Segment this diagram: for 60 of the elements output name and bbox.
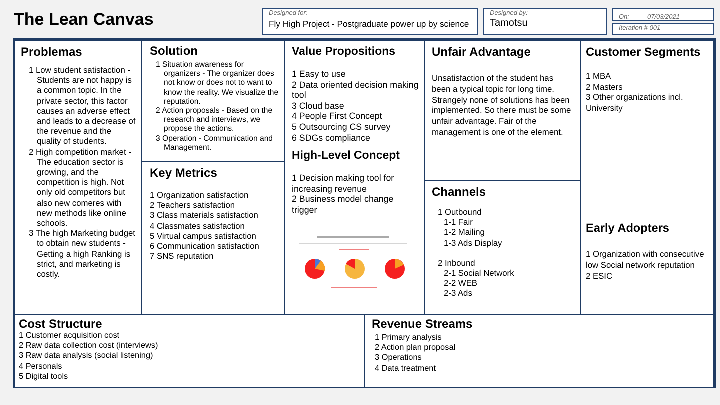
list-item: 2 Raw data collection cost (interviews) [19,341,160,352]
list-item: 1 Organization with consecutive low Social network reputation [586,249,706,271]
list-item: 5 Digital tools [19,372,70,382]
field-value: Tamotsu [490,18,529,30]
list-item: 1 Low student satisfaction - Students are not happy is a common topic. In the private sector, this factor causes an adverse effect and leads to a decrease of the revenue and the quality of students. [28,65,137,147]
list-item: 2 High competition market - The education sector is growing, and the competition is high. Not only old competitors but also new comeres with new methods like online schools. [28,146,132,228]
list-item: 2 ESIC [586,270,614,282]
info-box [612,23,714,35]
list-item: 1 Customer acquisition cost [19,331,121,342]
list-item: 1 Primary analysis [374,333,443,344]
list-item: 3 Raw data analysis (social listening) [19,351,154,362]
list-item: 6 Communication satisfaction [150,241,260,252]
list-item: 3 Other organizations incl. University [586,92,684,114]
list-item: 4 Personals [19,362,64,372]
list-item: 3 Operations [374,353,423,364]
list-item: 1 Decision making tool for increasing revenue [292,173,396,194]
list-item: 2 Inbound [437,258,476,268]
section-heading: Customer Segments [586,45,702,59]
list-item: 5 Outsourcing CS survey [292,122,392,133]
list-item: 2 Action plan proposal [374,343,457,354]
page-title: The Lean Canvas [14,10,154,30]
list-item: 5 Virtual campus satisfaction [150,230,258,242]
list-item: 2-3 Ads [443,288,474,299]
section-heading: Unfair Advantage [432,45,532,59]
list-item: 2-1 Social Network [443,268,516,278]
field-value: Fly High Project - Postgraduate power up by science [269,18,470,30]
list-item: 2 Business model change trigger [292,194,395,216]
list-item: 3 Class materials satisfaction [150,210,260,221]
paragraph: Unsatisfaction of the student has been a typical topic for long time. Strangely none of solutions has been implemented. So there must be some unfair advantage. Fair of the management is one of the element. [432,73,572,138]
section-heading: Early Adopters [586,221,670,236]
list-item: 4 People First Concept [292,111,384,122]
section-heading: Revenue Streams [372,317,474,331]
section-heading: Key Metrics [150,166,218,180]
list-item: 1 Easy to use [292,69,347,80]
list-item: 2 Data oriented decision making tool [292,80,420,101]
info-box [483,8,607,35]
section-heading: Cost Structure [19,317,104,331]
list-item: 1 MBA [586,71,612,82]
list-item: 2 Teachers satisfaction [150,200,236,210]
list-item: 1 Outbound [437,207,483,218]
list-item: 1 Organization satisfaction [150,190,250,200]
section-heading: Problemas [21,45,84,59]
list-item: 1-3 Ads Display [443,238,504,248]
section-heading: High-Level Concept [292,149,401,164]
list-item: 6 SDGs compliance [292,132,372,144]
list-item: 3 Cloud base [292,100,346,112]
section-heading: Value Propositions [292,45,397,59]
list-item: 4 Data treatment [374,364,437,374]
list-item: 1-2 Mailing [443,227,486,238]
info-box [262,8,478,35]
canvas-section [364,314,714,388]
list-item: 2-2 WEB [443,278,479,288]
list-item: 2 Masters [586,82,624,92]
section-heading: Channels [432,185,488,199]
list-item: 3 The high Marketing budget to obtain new students - Getting a high Ranking is strict, and marketing is costly. [28,228,136,280]
list-item: 4 Classmates satisfaction [150,220,246,231]
info-box [612,8,714,21]
section-heading: Solution [150,44,199,58]
list-item: 7 SNS reputation [150,251,215,262]
list-item: 1-1 Fair [443,217,474,228]
